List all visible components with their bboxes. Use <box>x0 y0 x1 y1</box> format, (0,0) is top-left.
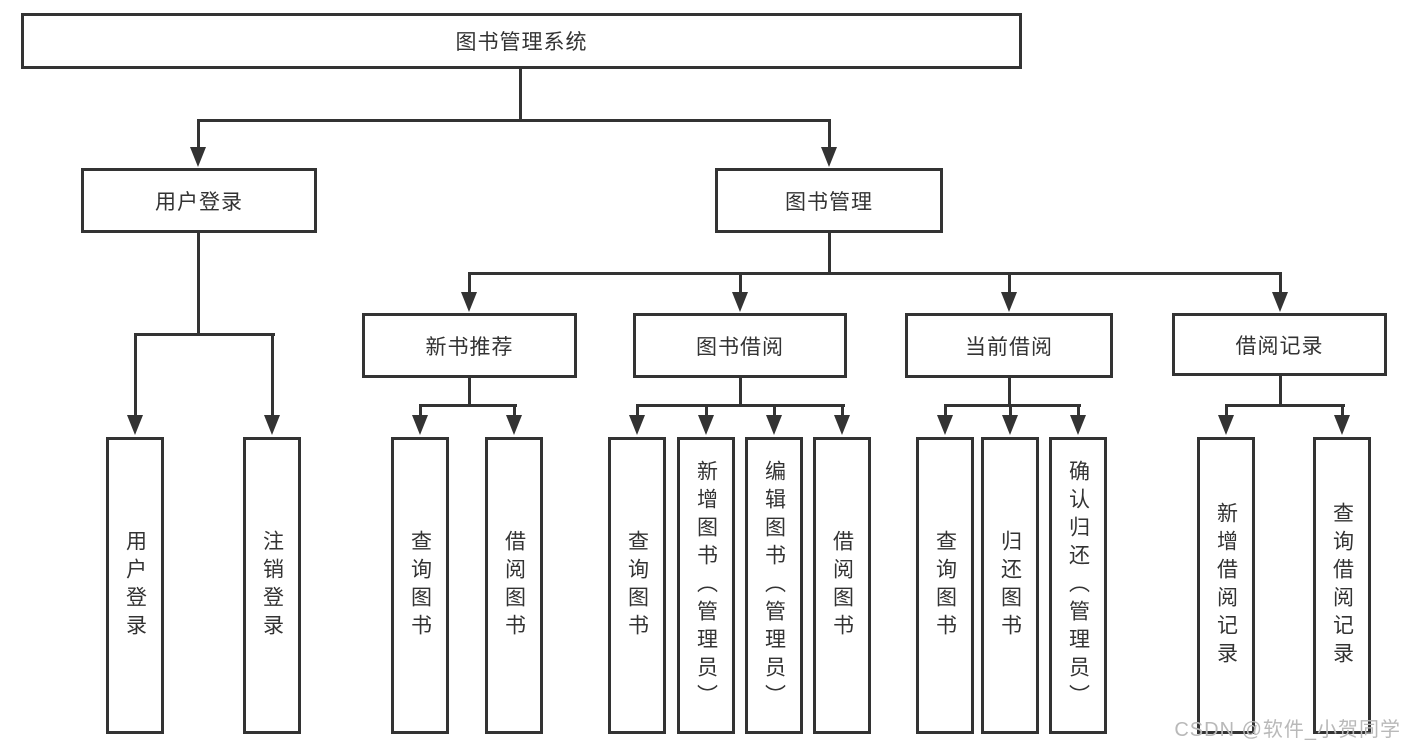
connector-arm <box>419 404 422 420</box>
connector-records-stem <box>1279 374 1282 407</box>
arrowhead-icon <box>698 415 714 435</box>
node-confirm-return-admin: 确认归还（管理员） <box>1049 437 1107 734</box>
node-edit-book-admin-label: 编辑图书（管理员） <box>762 459 786 712</box>
node-query-books-current-label: 查询图书 <box>933 529 957 642</box>
arrowhead-icon <box>1218 415 1234 435</box>
arrowhead-icon <box>732 292 748 312</box>
connector-userlogin-hbar <box>134 333 275 336</box>
node-add-borrow-record: 新增借阅记录 <box>1197 437 1255 734</box>
connector-root-hbar <box>197 119 831 122</box>
connector-bookmgmt-hbar <box>468 272 1282 275</box>
arrowhead-icon <box>264 415 280 435</box>
connector-arm <box>841 404 844 420</box>
connector-arm <box>1341 404 1344 420</box>
node-new-book-recommend: 新书推荐 <box>362 313 577 378</box>
arrowhead-icon <box>1334 415 1350 435</box>
node-current-borrow-label: 当前借阅 <box>965 335 1053 359</box>
node-user-login-label: 用户登录 <box>155 190 243 214</box>
arrowhead-icon <box>1002 415 1018 435</box>
node-book-borrow: 图书借阅 <box>633 313 847 378</box>
connector-arm <box>271 333 274 417</box>
node-library-system-label: 图书管理系统 <box>455 31 588 54</box>
node-borrow-books-recommend: 借阅图书 <box>485 437 543 734</box>
arrowhead-icon <box>1272 292 1288 312</box>
node-borrow-books-recommend-label: 借阅图书 <box>502 529 526 642</box>
node-new-book-recommend-label: 新书推荐 <box>425 335 514 359</box>
node-book-borrow-label: 图书借阅 <box>696 335 784 359</box>
connector-arm <box>513 404 516 420</box>
connector-arm <box>828 119 831 150</box>
node-return-books: 归还图书 <box>981 437 1039 734</box>
node-query-books-recommend: 查询图书 <box>391 437 449 734</box>
arrowhead-icon <box>629 415 645 435</box>
connector-arm <box>944 404 947 420</box>
arrowhead-icon <box>412 415 428 435</box>
node-logout: 注销登录 <box>243 437 301 734</box>
connector-arm <box>197 119 200 150</box>
node-query-borrow-record: 查询借阅记录 <box>1313 437 1371 734</box>
watermark: CSDN @软件_小贺同学 <box>1174 719 1401 741</box>
connector-recommend-stem <box>468 376 471 407</box>
arrowhead-icon <box>127 415 143 435</box>
arrowhead-icon <box>461 292 477 312</box>
node-borrow-books-leaf: 借阅图书 <box>813 437 871 734</box>
connector-arm <box>1225 404 1228 420</box>
node-library-system: 图书管理系统 <box>21 13 1022 69</box>
node-user-login-leaf-label: 用户登录 <box>123 529 147 642</box>
node-user-login-leaf: 用户登录 <box>106 437 164 734</box>
node-edit-book-admin: 编辑图书（管理员） <box>745 437 803 734</box>
connector-arm <box>636 404 639 420</box>
connector-arm <box>705 404 708 420</box>
arrowhead-icon <box>1001 292 1017 312</box>
arrowhead-icon <box>766 415 782 435</box>
connector-current-hbar <box>944 404 1081 407</box>
arrowhead-icon <box>834 415 850 435</box>
node-query-books-recommend-label: 查询图书 <box>408 529 432 642</box>
connector-arm <box>739 272 742 296</box>
node-add-borrow-record-label: 新增借阅记录 <box>1214 501 1238 670</box>
connector-borrow-hbar <box>636 404 845 407</box>
node-return-books-label: 归还图书 <box>998 529 1022 642</box>
arrowhead-icon <box>506 415 522 435</box>
node-confirm-return-admin-label: 确认归还（管理员） <box>1066 459 1090 712</box>
node-query-books-borrow: 查询图书 <box>608 437 666 734</box>
node-borrow-records: 借阅记录 <box>1172 313 1387 376</box>
arrowhead-icon <box>190 147 206 167</box>
connector-current-stem <box>1008 376 1011 407</box>
node-book-management-label: 图书管理 <box>785 190 873 214</box>
connector-recommend-hbar <box>419 404 517 407</box>
arrowhead-icon <box>937 415 953 435</box>
node-borrow-records-label: 借阅记录 <box>1235 334 1324 358</box>
connector-arm <box>1279 272 1282 296</box>
node-add-book-admin: 新增图书（管理员） <box>677 437 735 734</box>
node-query-borrow-record-label: 查询借阅记录 <box>1330 501 1354 670</box>
connector-borrow-stem <box>739 376 742 407</box>
arrowhead-icon <box>1070 415 1086 435</box>
node-add-book-admin-label: 新增图书（管理员） <box>694 459 718 712</box>
connector-arm <box>1077 404 1080 420</box>
connector-arm <box>1008 272 1011 296</box>
connector-root-stem <box>519 69 522 121</box>
node-logout-label: 注销登录 <box>260 529 284 642</box>
connector-arm <box>468 272 471 296</box>
node-borrow-books-leaf-label: 借阅图书 <box>830 529 854 642</box>
arrowhead-icon <box>821 147 837 167</box>
connector-arm <box>773 404 776 420</box>
node-current-borrow: 当前借阅 <box>905 313 1113 378</box>
connector-userlogin-stem <box>197 231 200 336</box>
connector-records-hbar <box>1225 404 1345 407</box>
node-query-books-borrow-label: 查询图书 <box>625 529 649 642</box>
connector-arm <box>1009 404 1012 420</box>
node-user-login: 用户登录 <box>81 168 317 233</box>
connector-bookmgmt-stem <box>828 231 831 275</box>
connector-arm <box>134 333 137 417</box>
node-query-books-current: 查询图书 <box>916 437 974 734</box>
node-book-management: 图书管理 <box>715 168 943 233</box>
